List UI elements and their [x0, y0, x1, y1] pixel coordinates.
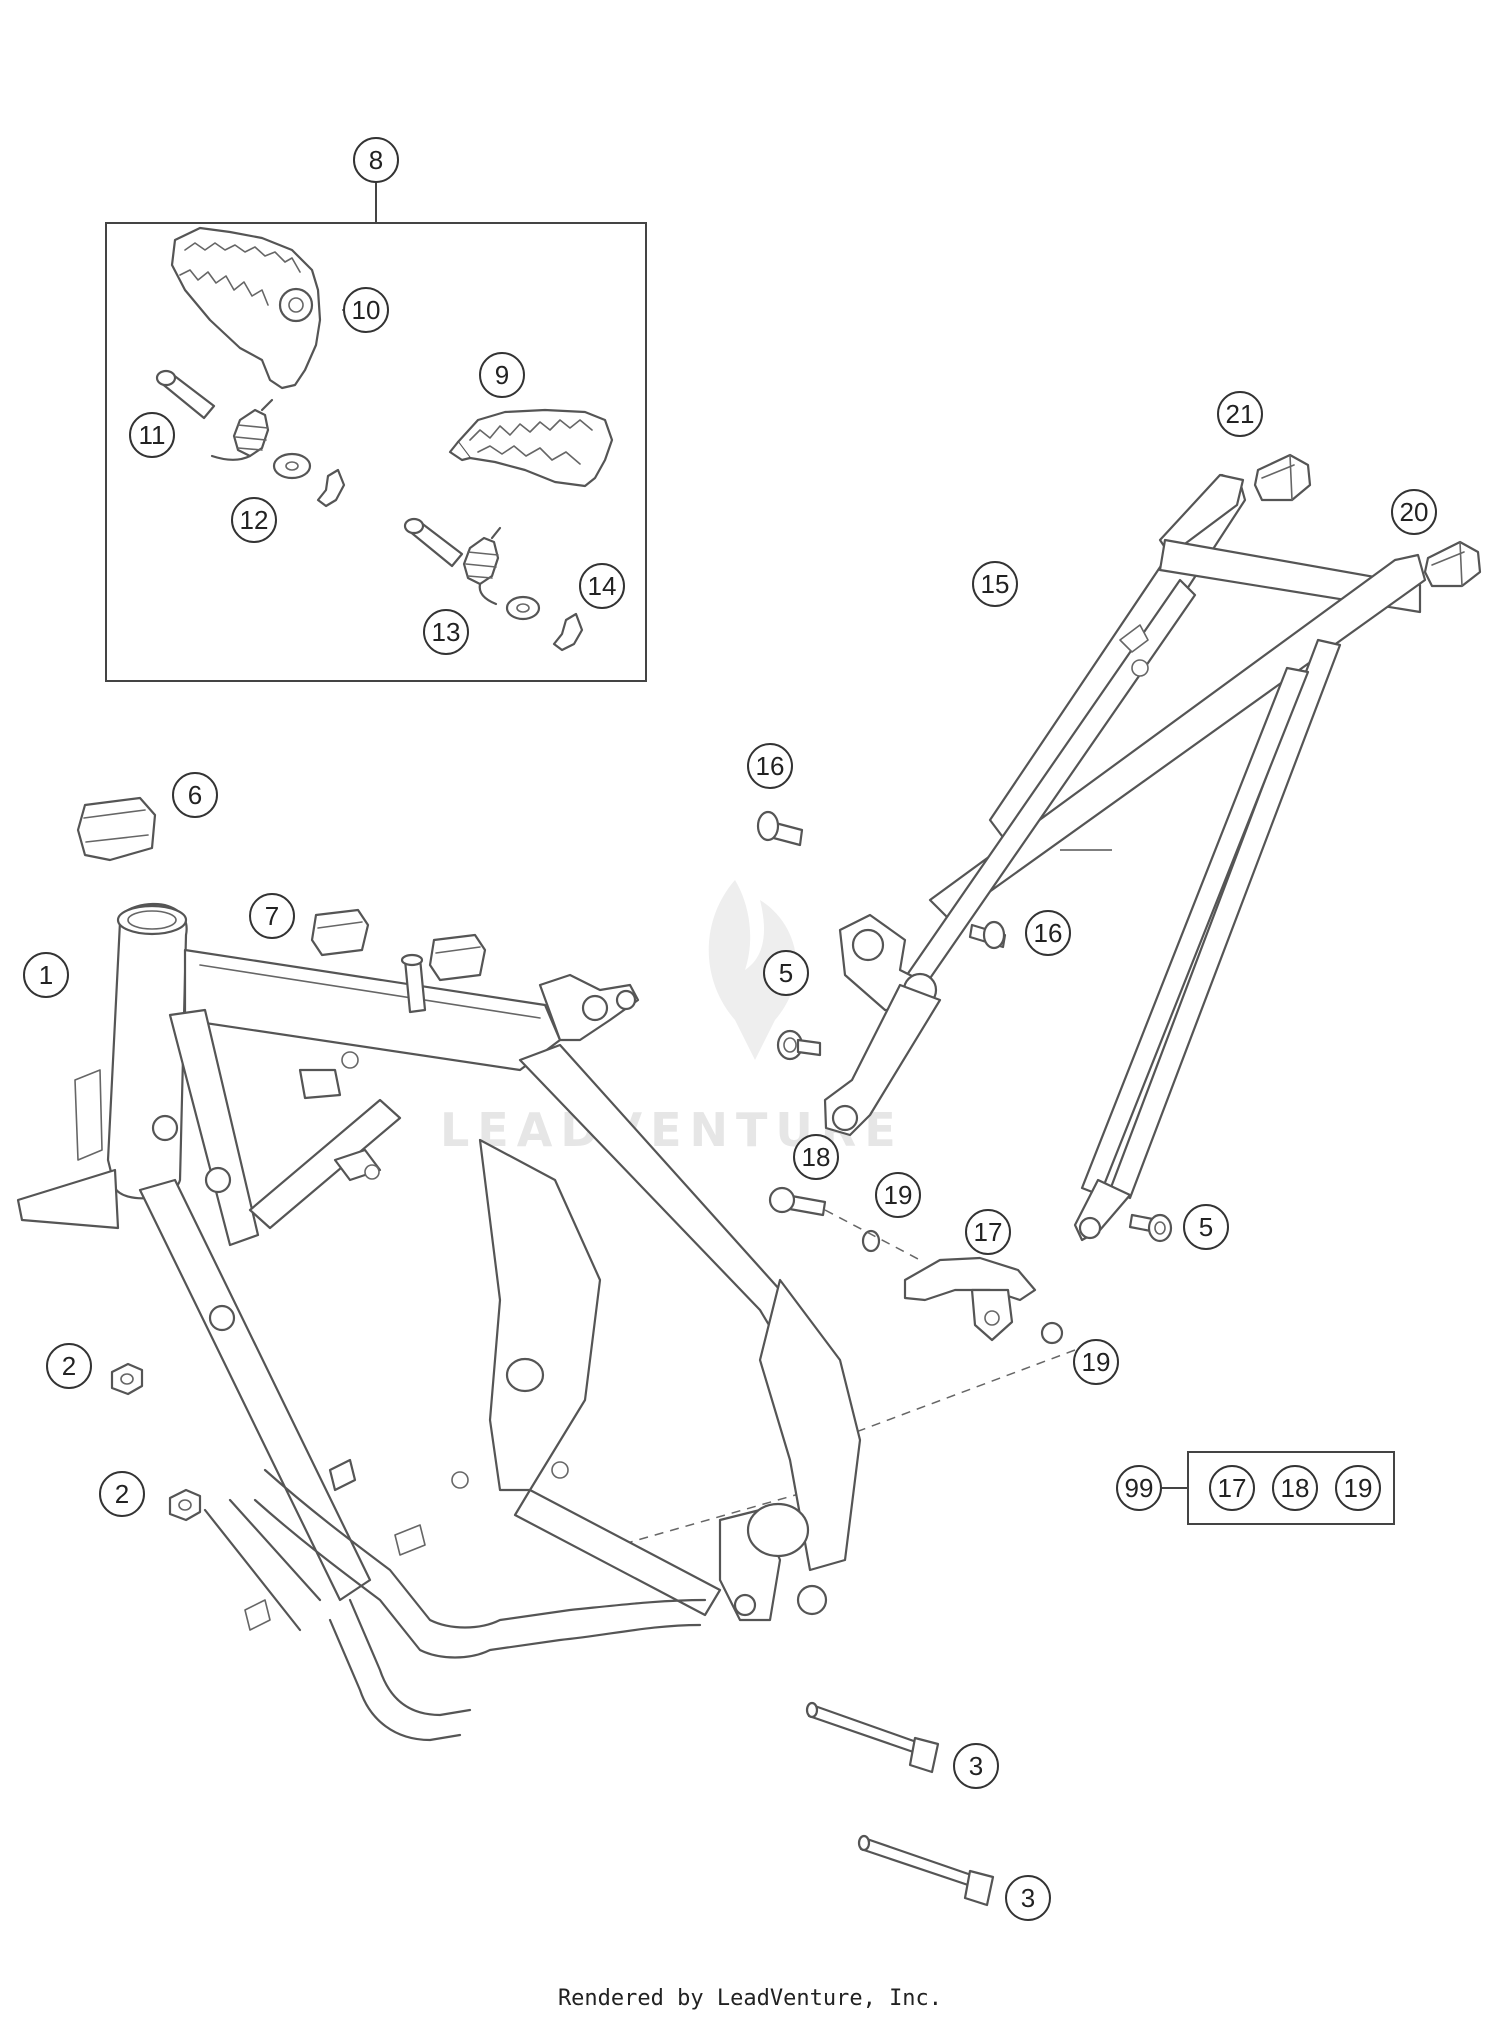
cable-guide-right	[428, 933, 487, 982]
callout-19-top-label: 19	[884, 1180, 913, 1210]
watermark-logo-icon	[708, 880, 797, 1060]
callout-1: 1	[23, 952, 69, 998]
spring-lower	[462, 526, 502, 606]
callout-6-label: 6	[188, 780, 202, 810]
callout-17-label: 17	[974, 1217, 1003, 1247]
callout-16-top-label: 16	[756, 751, 785, 781]
callout-7: 7	[249, 893, 295, 939]
callout-kit-17-label: 17	[1218, 1473, 1247, 1503]
callout-kit-19-label: 19	[1344, 1473, 1373, 1503]
callout-2-bottom-label: 2	[115, 1479, 129, 1509]
callout-13-label: 13	[432, 617, 461, 647]
nut-2-top	[110, 1362, 144, 1396]
bolt-5-bottom	[1128, 1213, 1173, 1243]
pin-upper	[155, 369, 216, 420]
washer-lower	[505, 595, 541, 621]
callouts: 8 10 11 9 12 13 14 21 20 15 16 16 6 7 1 …	[23, 137, 1437, 1921]
callout-10-label: 10	[352, 295, 381, 325]
rubber-bumper	[76, 796, 157, 862]
rear-subframe	[823, 473, 1427, 1242]
callout-20-label: 20	[1400, 497, 1429, 527]
callout-8: 8	[353, 137, 399, 183]
callout-19-bottom-label: 19	[1082, 1347, 1111, 1377]
callout-13: 13	[423, 609, 469, 655]
pin-lower	[403, 517, 464, 568]
leader-18-17	[824, 1209, 921, 1261]
callout-3-top-label: 3	[969, 1751, 983, 1781]
washer-19-bottom	[1040, 1321, 1064, 1345]
callout-19-bottom: 19	[1073, 1339, 1119, 1385]
bolt-18	[768, 1186, 827, 1217]
callout-11-label: 11	[139, 420, 166, 450]
callout-8-label: 8	[369, 145, 383, 175]
rubber-plug-21	[1253, 453, 1312, 502]
callout-12-label: 12	[240, 505, 269, 535]
footpeg-right	[448, 408, 614, 488]
callout-2-bottom: 2	[99, 1471, 145, 1517]
callout-kit-18: 18	[1272, 1465, 1318, 1511]
bolt-3-top	[805, 1701, 940, 1774]
callout-18: 18	[793, 1134, 839, 1180]
callout-5-top-label: 5	[779, 958, 793, 988]
callout-17: 17	[965, 1209, 1011, 1255]
bolt-5-top	[776, 1029, 822, 1061]
callout-21-label: 21	[1226, 399, 1255, 429]
callout-15-label: 15	[981, 569, 1010, 599]
callout-3-bottom: 3	[1005, 1875, 1051, 1921]
leader-19-main	[847, 1349, 1076, 1436]
callout-15: 15	[972, 561, 1018, 607]
chain-slider	[903, 1256, 1037, 1342]
callout-5-bottom: 5	[1183, 1204, 1229, 1250]
callout-9: 9	[479, 352, 525, 398]
cable-guide-left	[310, 908, 370, 957]
callout-11: 11	[129, 412, 175, 458]
rubber-plug-20	[1423, 540, 1482, 588]
footpeg-left	[170, 226, 322, 390]
clip-lower	[552, 612, 584, 652]
callout-7-label: 7	[265, 901, 279, 931]
callout-1-label: 1	[39, 960, 53, 990]
clip-upper	[316, 468, 346, 508]
callout-kit-19: 19	[1335, 1465, 1381, 1511]
callout-18-label: 18	[802, 1142, 831, 1172]
bolt-16-bottom	[968, 920, 1007, 950]
callout-6: 6	[172, 772, 218, 818]
spring-upper	[210, 398, 274, 461]
footer-credit: Rendered by LeadVenture, Inc.	[557, 1986, 943, 2011]
callout-10: 10	[343, 287, 389, 333]
callout-3-top: 3	[953, 1743, 999, 1789]
washer-upper	[272, 452, 312, 480]
main-frame	[16, 902, 862, 1742]
callout-19-top: 19	[875, 1172, 921, 1218]
callout-99: 99	[1116, 1465, 1162, 1511]
callout-14-label: 14	[588, 571, 617, 601]
callout-16-bottom: 16	[1025, 910, 1071, 956]
callout-5-top: 5	[763, 950, 809, 996]
bolt-3-bottom	[857, 1834, 995, 1907]
callout-20: 20	[1391, 489, 1437, 535]
callout-14: 14	[579, 563, 625, 609]
callout-kit-17: 17	[1209, 1465, 1255, 1511]
callout-5-bottom-label: 5	[1199, 1212, 1213, 1242]
callout-9-label: 9	[495, 360, 509, 390]
callout-99-label: 99	[1125, 1473, 1154, 1503]
callout-kit-18-label: 18	[1281, 1473, 1310, 1503]
callout-3-bottom-label: 3	[1021, 1883, 1035, 1913]
callout-16-top: 16	[747, 743, 793, 789]
nut-2-bottom	[168, 1488, 202, 1522]
callout-12: 12	[231, 497, 277, 543]
callout-2-top: 2	[46, 1343, 92, 1389]
callout-2-top-label: 2	[62, 1351, 76, 1381]
bolt-16-top	[756, 810, 804, 847]
callout-21: 21	[1217, 391, 1263, 437]
callout-16-bottom-label: 16	[1034, 918, 1063, 948]
